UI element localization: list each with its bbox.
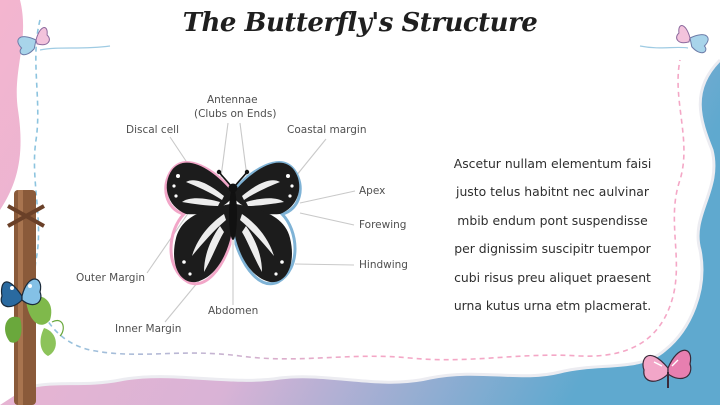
- paragraph-line: urna kutus urna etm placmerat.: [453, 298, 652, 314]
- butterfly-decoration-top-right: [676, 25, 709, 54]
- paragraph-line: justo telus habitnt nec aulvinar: [456, 184, 649, 200]
- label-hindwing: Hindwing: [359, 259, 408, 271]
- label-forewing: Forewing: [359, 219, 407, 231]
- label-outer-margin: Outer Margin: [76, 272, 146, 284]
- leader-line-apex: [299, 190, 356, 204]
- paragraph-line: Ascetur nullam elementum faisi: [453, 156, 652, 171]
- leader-line-forewing: [299, 212, 355, 226]
- label-apex: Apex: [359, 185, 386, 197]
- leader-line-hindwing: [294, 263, 355, 266]
- paper-shadow-edge: [19, 58, 720, 394]
- label-abdomen: Abdomen: [208, 305, 259, 317]
- butterfly-decoration-left: [0, 278, 42, 308]
- dashed-border: [33, 19, 685, 361]
- label-antennae: Antennae: [207, 94, 258, 106]
- label-inner-margin: Inner Margin: [115, 323, 182, 335]
- leader-line-antennae-left: [220, 122, 229, 178]
- slide-title: The Butterfly's Structure: [182, 8, 538, 38]
- swirl-decoration-top-left: [39, 45, 111, 51]
- label-coastal-margin: Coastal margin: [287, 124, 367, 136]
- paragraph-line: cubi risus preu aliquet praesent: [454, 269, 651, 285]
- label-antennae-sub: (Clubs on Ends): [194, 108, 277, 120]
- butterfly-decoration-top-left: [17, 27, 50, 56]
- butterfly-illustration: [164, 161, 302, 286]
- paragraph-line: per dignissim suscipitr tuempor: [454, 241, 651, 257]
- butterfly-body: [229, 188, 237, 240]
- butterfly-decoration-bottom-right: [642, 349, 692, 388]
- paragraph-line: mbib endum pont suspendisse: [457, 212, 648, 228]
- description-paragraph: Ascetur nullam elementum faisi justo tel…: [440, 150, 665, 320]
- label-discal-cell: Discal cell: [126, 124, 180, 136]
- swirl-decoration-top-right: [639, 45, 689, 49]
- leader-line-antennae-right: [239, 122, 248, 178]
